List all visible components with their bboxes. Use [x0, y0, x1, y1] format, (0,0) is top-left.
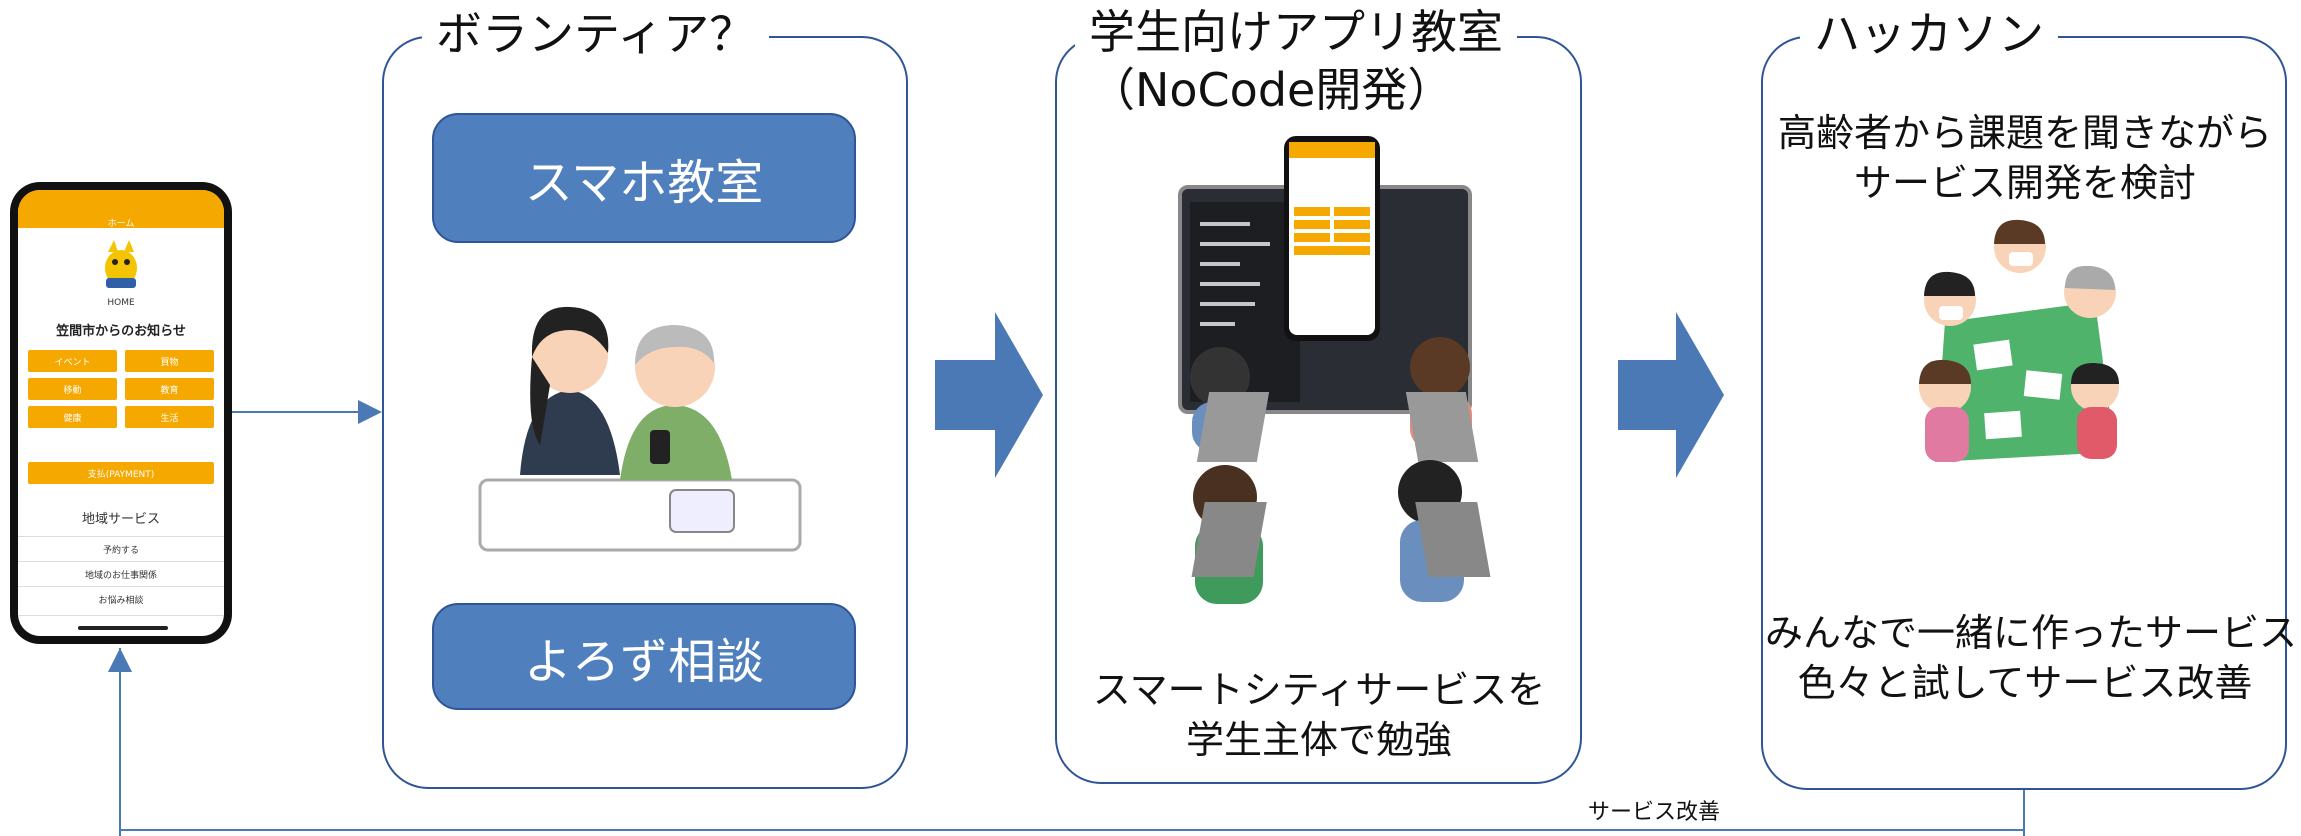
- phone-screen: ホーム HOME 笠間市からのお知らせ イベント 買物 移動 教育 健康 生活 …: [18, 190, 224, 636]
- hackathon-top-caption: 高齢者から課題を聞きながら サービス開発を検討: [1765, 108, 2285, 208]
- smartphone-mockup: ホーム HOME 笠間市からのお知らせ イベント 買物 移動 教育 健康 生活 …: [10, 182, 232, 644]
- hackathon-bottom-caption: みんなで一緒に作ったサービス 色々と試してサービス改善: [1765, 608, 2298, 708]
- feedback-loop-visible: [108, 648, 2025, 831]
- home-label: HOME: [107, 298, 135, 308]
- seniors-learning-illustration: [478, 306, 802, 552]
- classroom-title-line1: 学生向けアプリ教室: [1075, 4, 1517, 60]
- menu-item-event[interactable]: イベント: [28, 350, 117, 372]
- menu-item-living[interactable]: 生活: [125, 406, 214, 428]
- service-row-consultation[interactable]: お悩み相談: [18, 586, 224, 611]
- classroom-title-line2: （NoCode開発）: [1089, 63, 1454, 117]
- classroom-caption-line2: 学生主体で勉強: [1185, 718, 1452, 762]
- general-consultation-button[interactable]: よろず相談: [432, 603, 856, 710]
- classroom-caption: スマートシティサービスを 学生主体で勉強: [1064, 665, 1574, 765]
- classroom-caption-line1: スマートシティサービスを: [1092, 668, 1546, 712]
- menu-item-education[interactable]: 教育: [125, 378, 214, 400]
- hackathon-title: ハッカソン: [1800, 6, 2058, 62]
- hackathon-bottom-line2: 色々と試してサービス改善: [1797, 661, 2253, 705]
- service-row-jobs[interactable]: 地域のお仕事関係: [18, 561, 224, 586]
- feedback-label: サービス改善: [1588, 800, 1721, 825]
- flow-arrow-2: [1618, 312, 1724, 478]
- students-coding-illustration: [1178, 136, 1491, 604]
- smartphone-class-button[interactable]: スマホ教室: [432, 113, 856, 243]
- app-header-bar: [18, 190, 224, 228]
- payment-button[interactable]: 支払(PAYMENT): [28, 462, 214, 484]
- service-row-reserve[interactable]: 予約する: [18, 536, 224, 561]
- flow-arrow-1: [935, 312, 1043, 478]
- hackathon-top-line2: サービス開発を検討: [1853, 161, 2196, 205]
- hackathon-top-line1: 高齢者から課題を聞きながら: [1777, 111, 2272, 155]
- menu-item-shopping[interactable]: 買物: [125, 350, 214, 372]
- app-tab-bar: [18, 615, 224, 636]
- local-services-title: 地域サービス: [81, 512, 160, 527]
- home-indicator: [78, 626, 168, 630]
- menu-item-health[interactable]: 健康: [28, 406, 117, 428]
- mascot-icon: [105, 240, 137, 288]
- hackathon-bottom-line1: みんなで一緒に作ったサービス: [1765, 611, 2298, 655]
- notice-title: 笠間市からのお知らせ: [56, 324, 186, 339]
- menu-item-transport[interactable]: 移動: [28, 378, 117, 400]
- app-header-title: ホーム: [107, 219, 135, 229]
- menu-grid: イベント 買物 移動 教育 健康 生活: [28, 350, 214, 428]
- volunteer-title: ボランティア？: [422, 6, 770, 62]
- elderly-workshop-illustration: [1919, 219, 2119, 462]
